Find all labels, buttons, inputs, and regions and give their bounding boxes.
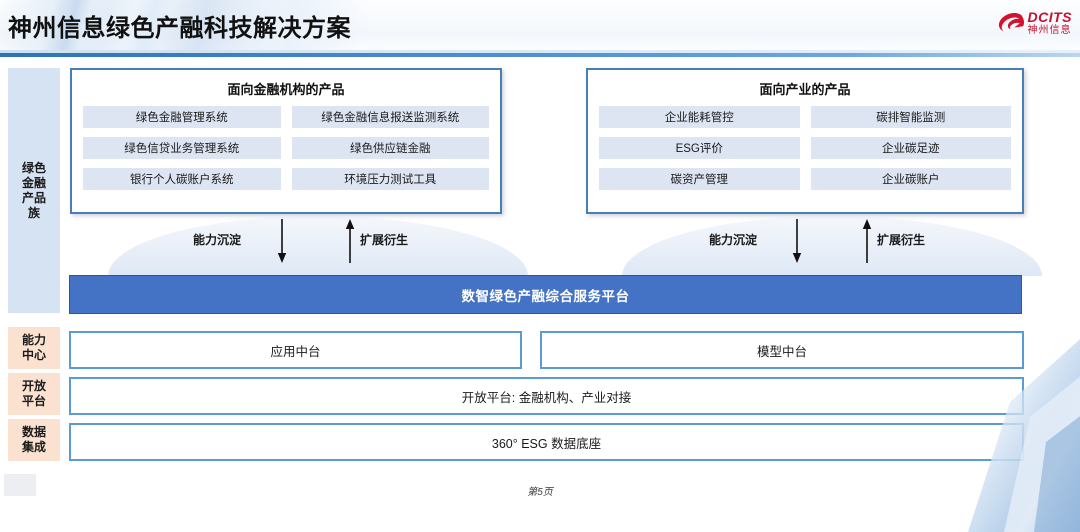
product-item[interactable]: 绿色信贷业务管理系统 <box>83 137 281 159</box>
flow-right-capability-precipitation: 能力沉淀 <box>709 231 757 248</box>
open-platform-box[interactable]: 开放平台: 金融机构、产业对接 <box>69 377 1024 415</box>
product-item[interactable]: 绿色金融管理系统 <box>83 106 281 128</box>
logo-text-cn: 神州信息 <box>1027 25 1072 36</box>
sidebar-item-label: 绿色 金融 产品 族 <box>21 160 46 220</box>
open-platform-label: 开放平台: 金融机构、产业对接 <box>461 390 632 405</box>
header-rule <box>0 53 1080 57</box>
data-foundation-label: 360° ESG 数据底座 <box>491 436 602 451</box>
panel-financial-institution-products: 面向金融机构的产品 绿色金融管理系统 绿色金融信息报送监测系统 绿色信贷业务管理… <box>70 68 502 214</box>
sidebar-item-capability-center[interactable]: 能力 中心 <box>8 327 60 369</box>
slide-header: 神州信息绿色产融科技解决方案 DCITS 神州信息 <box>0 0 1080 57</box>
panel-product-grid: 绿色金融管理系统 绿色金融信息报送监测系统 绿色信贷业务管理系统 绿色供应链金融… <box>72 106 500 201</box>
flow-label-up: 扩展衍生 <box>877 233 926 247</box>
left-corner-block-decoration <box>4 474 36 496</box>
data-foundation-box[interactable]: 360° ESG 数据底座 <box>69 423 1024 461</box>
sidebar-item-label: 能力 中心 <box>21 333 46 362</box>
product-item[interactable]: 企业碳账户 <box>810 168 1011 190</box>
arrow-up-icon-right <box>861 219 873 263</box>
panel-industry-products: 面向产业的产品 企业能耗管控 碳排智能监测 ESG评价 企业碳足迹 碳资产管理 … <box>586 68 1024 214</box>
flow-hill-left <box>108 216 528 276</box>
product-item[interactable]: ESG评价 <box>599 137 800 159</box>
capability-box-label: 应用中台 <box>270 344 321 359</box>
product-item[interactable]: 企业碳足迹 <box>810 137 1011 159</box>
arrow-down-icon-left <box>276 219 288 263</box>
product-item[interactable]: 企业能耗管控 <box>599 106 800 128</box>
page-title: 神州信息绿色产融科技解决方案 <box>8 15 351 42</box>
sidebar-item-open-platform[interactable]: 开放 平台 <box>8 373 60 415</box>
platform-bar[interactable]: 数智绿色产融综合服务平台 <box>69 275 1022 314</box>
swoosh-icon <box>998 12 1024 34</box>
product-item[interactable]: 绿色供应链金融 <box>291 137 489 159</box>
capability-box-application-midend[interactable]: 应用中台 <box>69 331 522 369</box>
capability-box-model-midend[interactable]: 模型中台 <box>540 331 1024 369</box>
product-item[interactable]: 绿色金融信息报送监测系统 <box>291 106 489 128</box>
flow-label-down: 能力沉淀 <box>709 233 758 247</box>
panel-product-grid: 企业能耗管控 碳排智能监测 ESG评价 企业碳足迹 碳资产管理 企业碳账户 <box>588 106 1022 201</box>
panel-title: 面向产业的产品 <box>759 82 851 97</box>
flow-right-extension-derivation: 扩展衍生 <box>877 231 925 248</box>
arrow-up-icon-left <box>344 219 356 263</box>
flow-label-up: 扩展衍生 <box>360 233 409 247</box>
flow-hill-right <box>622 216 1042 276</box>
sidebar-item-label: 开放 平台 <box>21 379 46 408</box>
logo-text-en: DCITS <box>1027 9 1072 25</box>
flow-left-capability-precipitation: 能力沉淀 <box>193 231 241 248</box>
platform-bar-label: 数智绿色产融综合服务平台 <box>461 288 630 304</box>
flow-label-down: 能力沉淀 <box>193 233 242 247</box>
product-item[interactable]: 碳资产管理 <box>599 168 800 190</box>
product-item[interactable]: 银行个人碳账户系统 <box>83 168 281 190</box>
sidebar-item-label: 数据 集成 <box>21 425 46 454</box>
arrow-down-icon-right <box>791 219 803 263</box>
panel-title: 面向金融机构的产品 <box>227 82 345 97</box>
sidebar-item-data-integration[interactable]: 数据 集成 <box>8 419 60 461</box>
capability-box-label: 模型中台 <box>756 344 807 359</box>
company-logo: DCITS 神州信息 <box>998 10 1073 36</box>
page-footer: 第5页 <box>527 487 553 498</box>
product-item[interactable]: 环境压力测试工具 <box>291 168 489 190</box>
product-item[interactable]: 碳排智能监测 <box>810 106 1011 128</box>
sidebar-item-green-finance-products[interactable]: 绿色 金融 产品 族 <box>8 68 60 313</box>
header-rule-soft <box>0 50 1080 53</box>
flow-left-extension-derivation: 扩展衍生 <box>360 231 408 248</box>
